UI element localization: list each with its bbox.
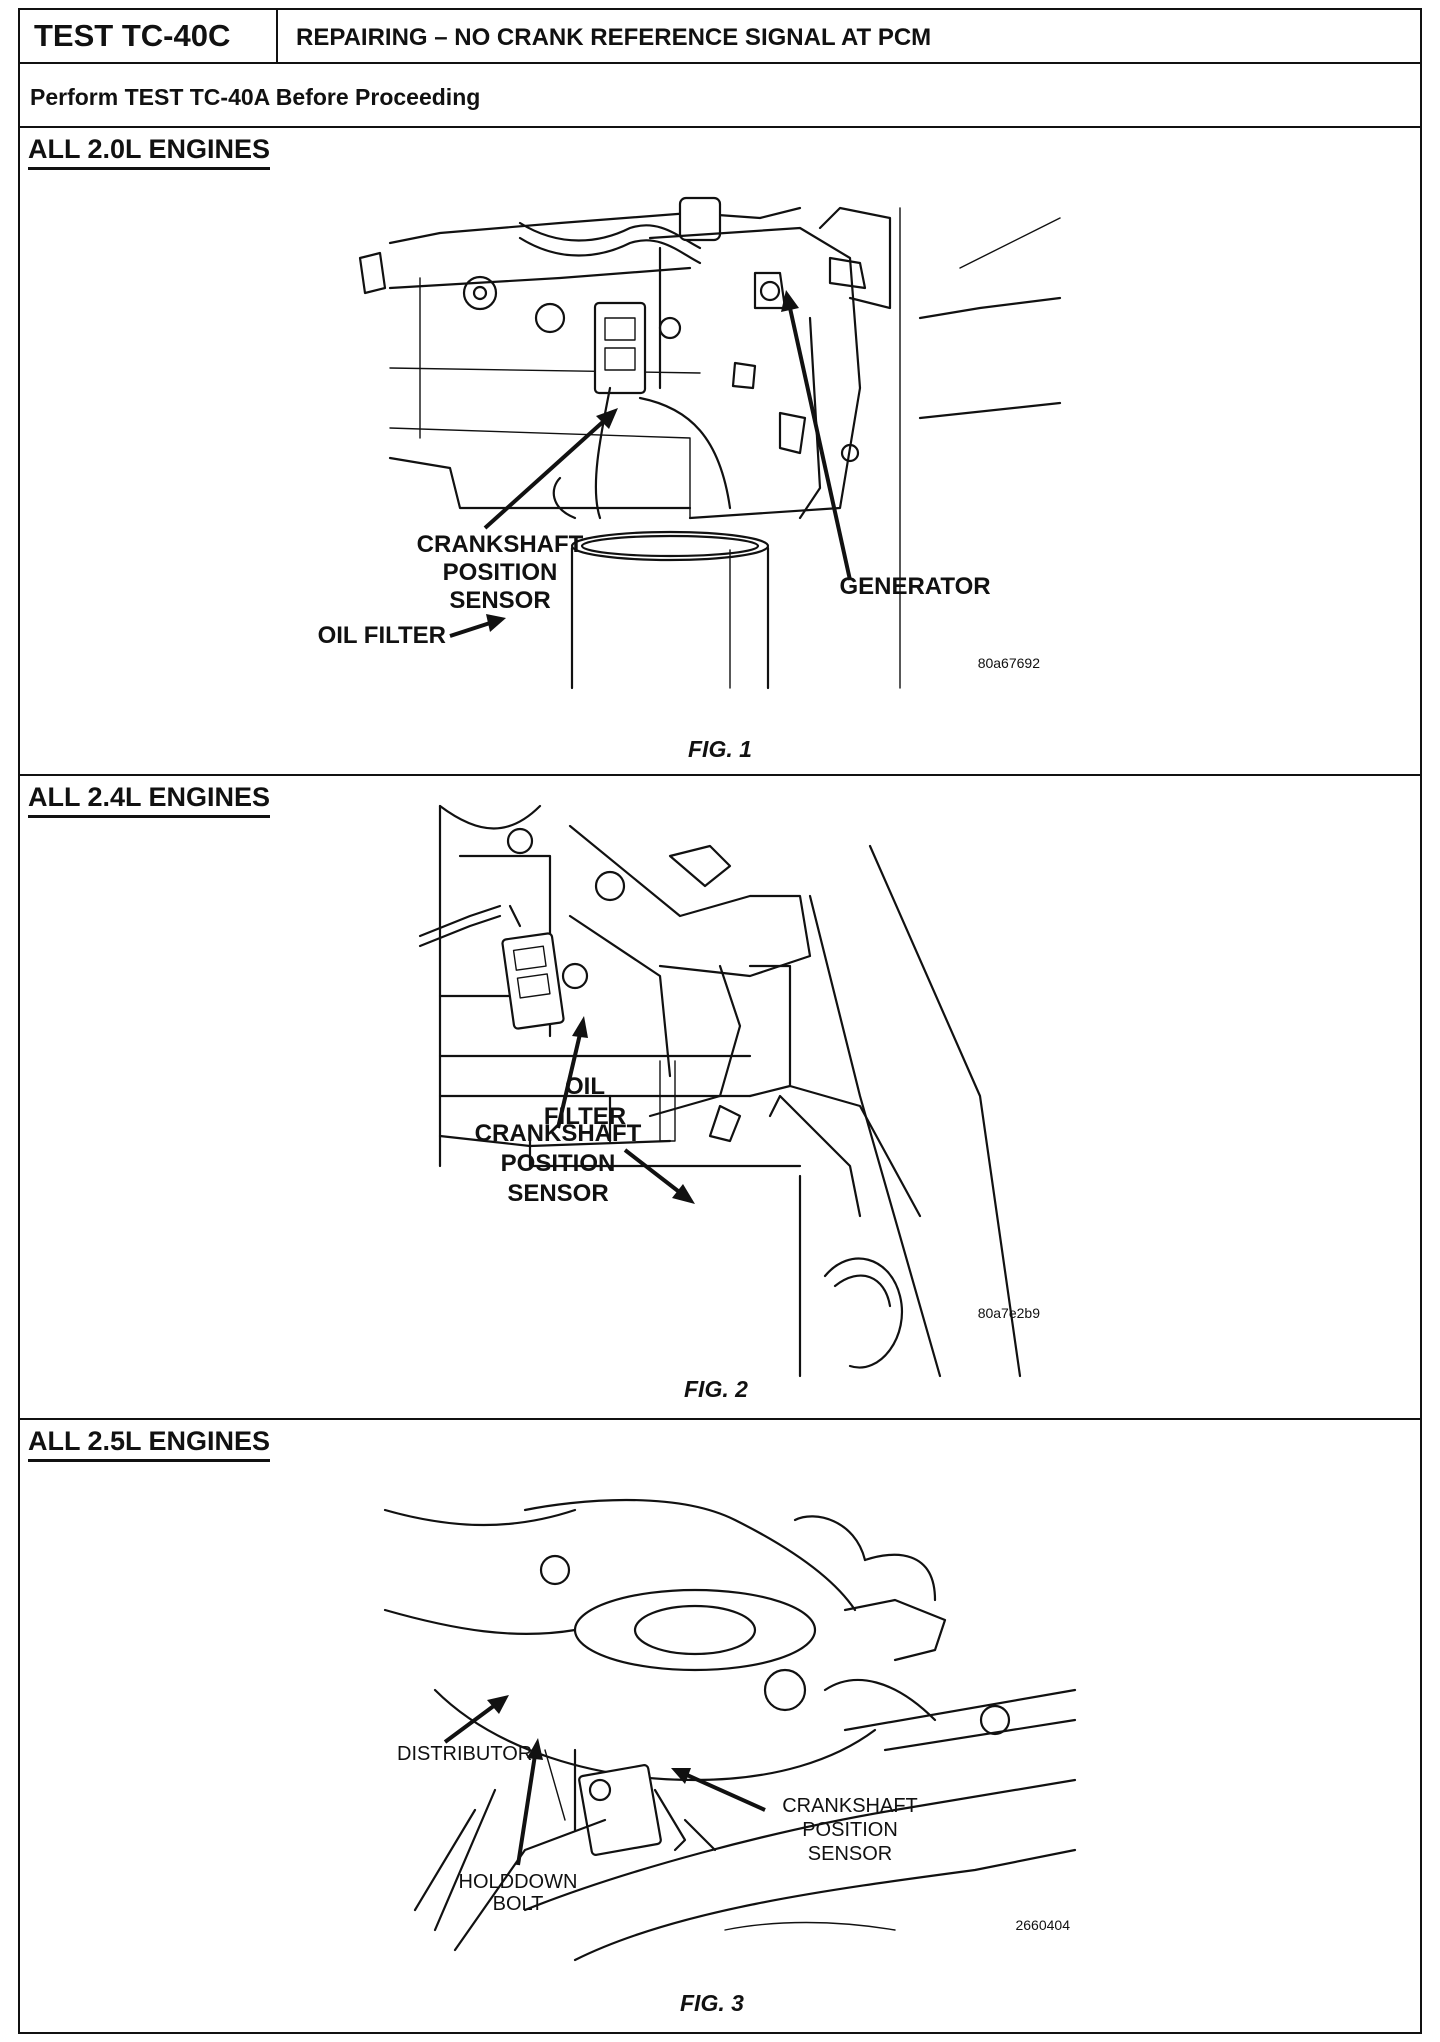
instruction-row: Perform TEST TC-40A Before Proceeding (20, 64, 1420, 128)
label-filter: FILTER (544, 1103, 626, 1130)
figure-code: 80a7e2b9 (978, 1305, 1041, 1321)
section-heading: ALL 2.5L ENGINES (28, 1426, 271, 1462)
label-crankshaft: CRANKSHAFT (782, 1795, 918, 1817)
header-row: TEST TC-40C REPAIRING – NO CRANK REFEREN… (20, 10, 1420, 64)
section-heading: ALL 2.4L ENGINES (28, 782, 271, 818)
test-id: TEST TC-40C (20, 10, 278, 62)
test-sheet: TEST TC-40C REPAIRING – NO CRANK REFEREN… (18, 8, 1422, 2034)
engine-block-drawing (358, 196, 1062, 690)
label-sensor: SENSOR (808, 1843, 892, 1865)
label-crankshaft: CRANKSHAFT (417, 531, 584, 558)
figure-2-labels: CRANKSHAFT POSITION SENSOR OIL FILTER 80… (475, 1073, 1041, 1321)
engine-block-drawing (418, 804, 1022, 1378)
section-2-0l: ALL 2.0L ENGINES (20, 128, 1420, 776)
figure-code: 80a67692 (978, 655, 1041, 671)
figure-caption: FIG. 3 (680, 1990, 744, 2016)
figure-caption: FIG. 2 (684, 1376, 748, 1402)
label-position: POSITION (501, 1150, 616, 1177)
figure-2-arrows (556, 1016, 695, 1204)
label-sensor: SENSOR (507, 1180, 608, 1207)
label-position: POSITION (443, 559, 558, 586)
test-title: REPAIRING – NO CRANK REFERENCE SIGNAL AT… (296, 24, 932, 51)
figure-1-arrows (449, 290, 852, 638)
label-distributor: DISTRIBUTOR (397, 1743, 532, 1765)
section-2-4l: ALL 2.4L ENGINES (20, 776, 1420, 1420)
label-position: POSITION (802, 1819, 898, 1841)
section-heading: ALL 2.0L ENGINES (28, 134, 271, 170)
figure-3-illustration: DISTRIBUTOR CRANKSHAFT POSITION SENSOR H… (383, 1498, 1077, 1962)
label-sensor: SENSOR (449, 587, 550, 614)
label-generator: GENERATOR (839, 573, 990, 600)
figure-2-illustration: CRANKSHAFT POSITION SENSOR OIL FILTER 80… (418, 804, 1041, 1378)
label-crankshaft: CRANKSHAFT (475, 1120, 642, 1147)
figure-1-illustration: CRANKSHAFT POSITION SENSOR GENERATOR OIL… (318, 196, 1062, 690)
section-2-5l: ALL 2.5L ENGINES (20, 1420, 1420, 2034)
label-oil: OIL (565, 1073, 605, 1100)
figure-1-labels: CRANKSHAFT POSITION SENSOR GENERATOR OIL… (318, 531, 1041, 671)
figure-3-labels: DISTRIBUTOR CRANKSHAFT POSITION SENSOR H… (397, 1743, 1070, 1933)
figure-caption: FIG. 1 (688, 736, 752, 762)
label-oil-filter: OIL FILTER (318, 622, 446, 649)
engine-block-drawing (383, 1498, 1077, 1962)
figure-3-arrows (443, 1695, 766, 1866)
figure-code: 2660404 (1015, 1917, 1070, 1933)
label-holddown: HOLDDOWN (459, 1871, 578, 1893)
label-bolt: BOLT (493, 1893, 544, 1915)
instruction-text: Perform TEST TC-40A Before Proceeding (30, 84, 481, 110)
